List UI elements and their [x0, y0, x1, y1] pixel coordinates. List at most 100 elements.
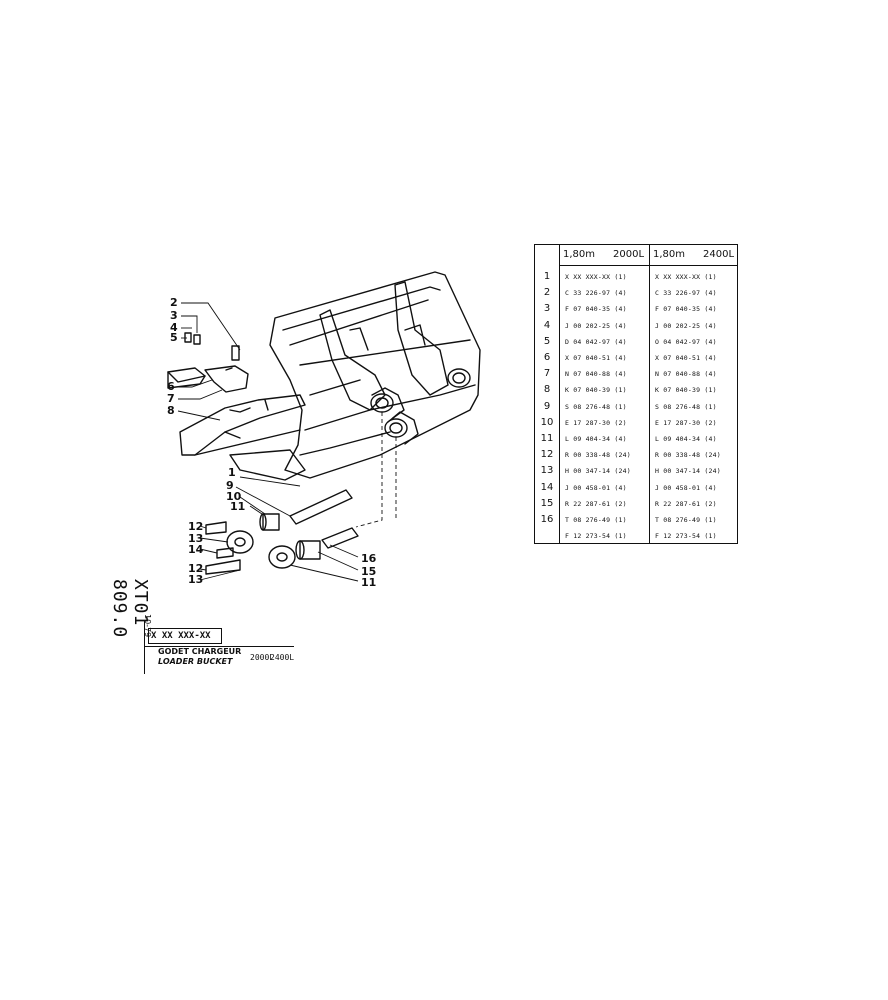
- part-number-2400l: R 22 287-61 (2): [655, 499, 717, 508]
- row-number: 9: [543, 400, 551, 412]
- table-row: 9 S 08 276-48 (1) S 08 276-48 (1): [535, 398, 737, 417]
- col1-size-header: 1,80m: [563, 249, 596, 260]
- part-number-2400l: X 07 040-51 (4): [655, 354, 717, 362]
- part-number-2400l: H 00 347-14 (24): [655, 467, 721, 476]
- table-row: 4 J 00 202-25 (4) J 00 202-25 (4): [535, 317, 737, 336]
- callout-number: 1: [228, 466, 236, 479]
- callout-number: 12: [188, 562, 203, 575]
- callout-number: 9: [226, 479, 234, 492]
- parts-table: 1,80m 2000L 1,80m 2400L 1 X XX XXX-XX (1)…: [534, 244, 738, 544]
- col2-variant-header: 2400L: [703, 249, 735, 260]
- part-number-2000l: R 22 287-61 (2): [565, 499, 627, 508]
- part-number-2400l: S 08 276-48 (1): [655, 402, 717, 411]
- tooth-parts-drawing: [167, 332, 249, 393]
- part-number-2000l: K 07 040-39 (1): [565, 386, 627, 395]
- row-number: 13: [540, 465, 554, 477]
- part-number-2400l: X XX XXX-XX (1): [655, 273, 717, 281]
- callout-number: 8: [167, 404, 175, 417]
- row-number: 4: [543, 319, 551, 331]
- row-number: 14: [540, 481, 554, 493]
- table-row: 5 D 04 042-97 (4) O 04 042-97 (4): [535, 333, 737, 352]
- table-row: 8 K 07 040-39 (1) K 07 040-39 (1): [535, 381, 737, 400]
- callout-number: 13: [188, 573, 203, 586]
- callout-number: 14: [188, 543, 204, 556]
- part-number-2000l: X XX XXX-XX (1): [565, 273, 627, 281]
- row-number: 3: [543, 303, 551, 315]
- callout-number: 16: [361, 552, 377, 565]
- part-number-2400l: K 07 040-39 (1): [655, 386, 717, 395]
- row-number: 15: [540, 497, 554, 509]
- title-english: LOADER BUCKET: [158, 657, 233, 666]
- part-number-2400l: J 00 202-25 (4): [655, 321, 717, 330]
- callout-number: 11: [230, 500, 245, 513]
- title-french: GODET CHARGEUR: [158, 647, 242, 656]
- table-row: 11 L 09 404-34 (4) L 09 404-34 (4): [535, 430, 737, 449]
- callout-number: 7: [167, 392, 175, 405]
- part-number-2400l: C 33 226-97 (4): [655, 289, 717, 298]
- callout-number: 15: [361, 565, 376, 578]
- table-row: 10 E 17 287-30 (2) E 17 287-30 (2): [535, 414, 737, 433]
- table-row: 15 R 22 287-61 (2) R 22 287-61 (2): [535, 495, 737, 514]
- part-number-2000l: E 17 287-30 (2): [565, 418, 627, 427]
- callout-number: 10: [226, 490, 242, 503]
- row-number: 7: [543, 368, 551, 380]
- part-number-2000l: T 08 276-49 (1): [565, 516, 627, 524]
- part-number-2400l: J 00 458-01 (4): [655, 483, 717, 492]
- row-number: 2: [543, 287, 551, 299]
- callout-number: 5: [170, 331, 178, 344]
- loader-bucket-drawing: [179, 271, 481, 481]
- table-row: 12 R 00 338-48 (24) R 00 338-48 (24): [535, 446, 737, 465]
- col-divider: [559, 245, 560, 543]
- col-divider: [649, 245, 650, 543]
- title-frame: [144, 620, 295, 674]
- part-number-2000l: J 00 202-25 (4): [565, 321, 627, 330]
- part-number-2400l: E 17 287-30 (2): [655, 418, 717, 427]
- part-number-2000l: S 08 276-48 (1): [565, 402, 627, 411]
- part-number-2400l: N 07 040-88 (4): [655, 370, 717, 379]
- part-number-2400l: R 00 338-48 (24): [655, 451, 721, 460]
- row-number: 16: [540, 514, 554, 525]
- table-row: 14 J 00 458-01 (4) J 00 458-01 (4): [535, 479, 737, 498]
- variant-label-1: 2000L: [250, 653, 275, 662]
- row-number: 5: [543, 335, 551, 347]
- table-row: 1 X XX XXX-XX (1) X XX XXX-XX (1): [535, 268, 737, 287]
- col1-variant-header: 2000L: [613, 249, 645, 260]
- part-number-2400l: F 07 040-35 (4): [655, 305, 717, 314]
- callout-number: 4: [170, 321, 178, 334]
- part-number-2000l: L 09 404-34 (4): [565, 435, 627, 443]
- part-number-2000l: X 07 040-51 (4): [565, 354, 627, 362]
- row-number: 12: [540, 449, 554, 461]
- part-number-2000l: D 04 042-97 (4): [565, 337, 627, 346]
- part-number-2400l: O 04 042-97 (4): [655, 337, 717, 346]
- row-number: 1: [543, 271, 551, 282]
- col2-size-header: 1,80m: [653, 249, 686, 260]
- row-number: 8: [543, 384, 551, 396]
- callout-number: 13: [188, 532, 203, 545]
- callout-number: 12: [188, 520, 203, 533]
- header-divider: [559, 265, 737, 266]
- part-number-2000l: R 00 338-48 (24): [565, 451, 631, 460]
- row-number: 10: [540, 416, 554, 428]
- callout-number: 6: [167, 380, 175, 393]
- part-number-2000l: F 07 040-35 (4): [565, 305, 627, 314]
- table-row: F 12 273-54 (1)F 12 273-54 (1): [535, 527, 737, 546]
- leader-lines: [177, 302, 397, 582]
- part-number-2400l: T 08 276-49 (1): [655, 516, 717, 524]
- part-number-2000l: N 07 040-88 (4): [565, 370, 627, 379]
- callout-number: 11: [361, 576, 376, 589]
- row-number: 11: [540, 433, 554, 444]
- title-block: XT01 809.0 10-79 X XX XXX-XX GODET CHARG…: [109, 579, 296, 674]
- callout-number: 2: [170, 296, 178, 309]
- callout-number: 3: [170, 309, 178, 322]
- table-row: 3 F 07 040-35 (4) F 07 040-35 (4): [535, 300, 737, 319]
- table-row: 7 N 07 040-88 (4) N 07 040-88 (4): [535, 365, 737, 384]
- part-number-2000l: J 00 458-01 (4): [565, 483, 627, 492]
- title-divider: [144, 646, 294, 647]
- variant-label-2: 2400L: [270, 653, 295, 662]
- part-number-2000l: F 12 273-54 (1): [565, 532, 627, 541]
- part-number-2400l: L 09 404-34 (4): [655, 435, 717, 443]
- table-row: 16 T 08 276-49 (1) T 08 276-49 (1): [535, 511, 737, 530]
